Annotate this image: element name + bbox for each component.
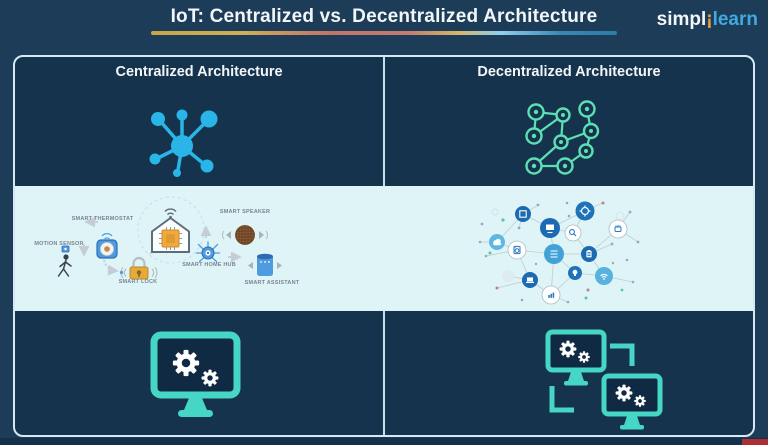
mesh-network-diagram bbox=[478, 201, 640, 305]
decentralized-processing-icon bbox=[545, 329, 663, 430]
column-divider-bottom bbox=[383, 311, 385, 435]
washer-node-icon bbox=[507, 240, 527, 260]
bulb-node-icon bbox=[568, 266, 582, 280]
smart-speaker-icon bbox=[222, 225, 268, 245]
motion-sensor-icon bbox=[57, 245, 72, 277]
chart-node-icon bbox=[541, 285, 561, 305]
arrow-curve-icon bbox=[103, 259, 119, 276]
wifi-icon bbox=[164, 208, 177, 216]
video-progress-bar[interactable] bbox=[742, 439, 768, 445]
laptop-node-icon bbox=[522, 272, 538, 288]
monitor-node-icon bbox=[540, 218, 560, 238]
smart-speaker-label: SMART SPEAKER bbox=[219, 209, 271, 215]
smart-home-diagram bbox=[57, 196, 282, 280]
smart-thermostat-label: SMART THERMOSTAT bbox=[71, 216, 134, 222]
smart-home-hub-label: SMART HOME HUB bbox=[182, 262, 236, 268]
centralized-header: Centralized Architecture bbox=[115, 64, 283, 80]
centralized-network-icon bbox=[149, 109, 218, 177]
list-node-icon bbox=[544, 244, 564, 264]
smart-lock-label: SMART LOCK bbox=[118, 279, 158, 285]
logo-learn: learn bbox=[712, 9, 758, 30]
mesh-dots bbox=[478, 201, 640, 304]
smart-home-hub-icon bbox=[195, 241, 221, 263]
house-hub-icon bbox=[151, 208, 190, 253]
thermostat-icon bbox=[96, 233, 118, 259]
cube-node-icon bbox=[515, 206, 531, 222]
decentralized-network-icon bbox=[525, 100, 600, 175]
gear-node-icon bbox=[575, 201, 595, 221]
monitor-a bbox=[545, 329, 607, 386]
wifi-node-icon bbox=[595, 267, 613, 285]
decentralized-header: Decentralized Architecture bbox=[477, 64, 661, 80]
logo-simpl: simpl bbox=[656, 9, 707, 30]
title-underline bbox=[151, 31, 617, 35]
motion-sensor-label: MOTION SENSOR bbox=[34, 241, 84, 247]
column-divider-top bbox=[383, 57, 385, 186]
mesh-nodes bbox=[489, 201, 628, 305]
smart-lock-icon bbox=[119, 256, 158, 280]
logo-i-mark: ¡ bbox=[706, 9, 713, 30]
clipboard-node-icon bbox=[581, 246, 597, 262]
diagram-band bbox=[15, 186, 753, 311]
search-node-icon bbox=[564, 224, 582, 242]
cloud-node-icon bbox=[489, 234, 505, 250]
hand-node-icon bbox=[608, 219, 628, 239]
smart-assistant-label: SMART ASSISTANT bbox=[244, 280, 300, 286]
page-title: IoT: Centralized vs. Decentralized Archi… bbox=[170, 6, 598, 27]
smart-assistant-icon bbox=[248, 253, 282, 276]
faint-node bbox=[502, 270, 514, 282]
centralized-processing-icon bbox=[150, 331, 241, 417]
simplilearn-logo: simpl¡learn bbox=[657, 9, 758, 31]
bottom-strip bbox=[0, 438, 768, 445]
monitor-b bbox=[601, 373, 663, 430]
